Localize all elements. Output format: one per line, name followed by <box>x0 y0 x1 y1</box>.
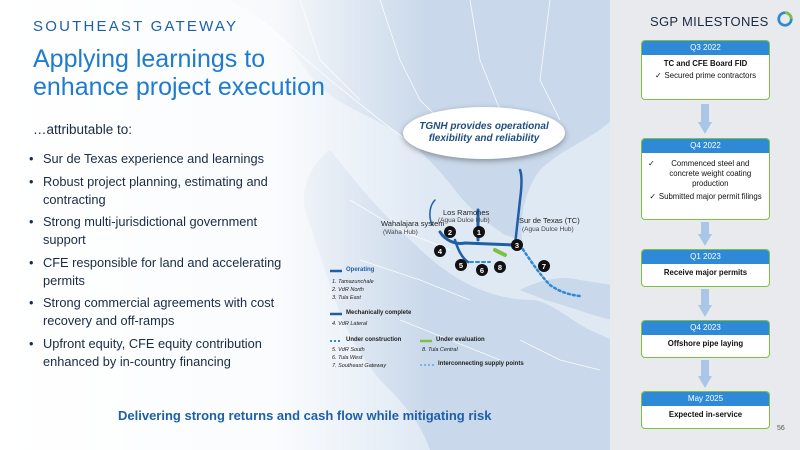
milestone-card-4: Q4 2023 Offshore pipe laying <box>641 320 770 358</box>
milestone-quarter: Q4 2023 <box>642 321 769 335</box>
milestone-check: ✓ Secured prime contractors <box>648 71 763 81</box>
legend-item: 3. Tula East <box>332 295 361 301</box>
legend-under-evaluation: Under evaluation <box>436 337 485 343</box>
page-number: 56 <box>777 425 785 432</box>
label-waha-hub: (Waha Hub) <box>383 229 418 236</box>
map-marker-2: 2 <box>444 226 456 238</box>
legend-interconnecting-head: Interconnecting supply points <box>438 361 524 367</box>
legend-item: 6. Tula West <box>332 355 363 361</box>
legend-operating-head: Operating <box>346 267 375 273</box>
milestone-check-text: Secured prime contractors <box>664 71 756 80</box>
section-eyebrow: SOUTHEAST GATEWAY <box>33 18 239 35</box>
legend-under-construction: Under construction <box>346 337 401 343</box>
legend-item: 2. VdR North <box>332 287 364 293</box>
check-icon: ✓ <box>649 192 656 201</box>
map-marker-8: 8 <box>494 261 506 273</box>
legend-ue-head: Under evaluation <box>436 337 485 343</box>
label-los-ramones-hub: (Agua Dulce Hub) <box>438 217 490 224</box>
check-icon: ✓ <box>648 159 655 168</box>
legend-operating: Operating <box>346 267 374 273</box>
bullet-item: Strong multi-jurisdictional government s… <box>28 213 303 249</box>
legend-interconnecting: Interconnecting supply points <box>438 361 524 367</box>
arrow-down-icon <box>698 289 712 317</box>
map-marker-3: 3 <box>511 239 523 251</box>
legend-item: 8. Tula Central <box>422 347 458 353</box>
bullet-item: Strong commercial agreements with cost r… <box>28 294 303 330</box>
label-los-ramones: Los Ramones <box>443 208 490 217</box>
milestone-check-text: Submitted major permit filings <box>658 192 762 201</box>
milestone-card-1: Q3 2022 TC and CFE Board FID ✓ Secured p… <box>641 40 770 100</box>
legend-operating-items: 1. Tamazunchale 2. VdR North 3. Tula Eas… <box>330 278 374 302</box>
legend-mech-items: 4. VdR Lateral <box>330 320 367 328</box>
subtitle: …attributable to: <box>33 122 133 137</box>
map-marker-4: 4 <box>434 245 446 257</box>
map-callout: TGNH provides operational flexibility an… <box>403 107 565 159</box>
bullet-item: Upfront equity, CFE equity contribution … <box>28 335 303 371</box>
arrow-down-icon <box>698 104 712 134</box>
milestone-headline: Expected in-service <box>668 410 743 419</box>
legend-item: 5. VdR South <box>332 347 365 353</box>
milestone-quarter: Q3 2022 <box>642 41 769 55</box>
legend-mech-head: Mechanically complete <box>346 310 412 316</box>
company-logo-icon <box>777 11 793 27</box>
legend-ue-items: 8. Tula Central <box>420 346 458 354</box>
arrow-down-icon <box>698 222 712 246</box>
milestones-title: SGP MILESTONES <box>650 14 769 29</box>
legend-uc-items: 5. VdR South 6. Tula West 7. Southeast G… <box>330 346 386 370</box>
bullet-item: Robust project planning, estimating and … <box>28 173 303 209</box>
bullet-item: Sur de Texas experience and learnings <box>28 150 303 168</box>
milestone-card-2: Q4 2022 ✓ Commenced steel and concrete w… <box>641 138 770 220</box>
legend-mech: Mechanically complete <box>346 310 411 316</box>
label-wahalajara: Wahalajara system <box>381 219 445 228</box>
milestone-headline: Receive major permits <box>663 268 748 277</box>
page-title: Applying learnings to enhance project ex… <box>33 45 325 101</box>
legend-item: 4. VdR Lateral <box>332 321 368 327</box>
milestone-check: ✓ Commenced steel and concrete weight co… <box>648 159 763 189</box>
bullet-item: CFE responsible for land and acceleratin… <box>28 254 303 290</box>
milestone-quarter: May 2025 <box>642 392 769 406</box>
milestone-card-3: Q1 2023 Receive major permits <box>641 249 770 287</box>
map-marker-6: 6 <box>476 264 488 276</box>
milestone-quarter: Q4 2022 <box>642 139 769 153</box>
milestone-quarter: Q1 2023 <box>642 250 769 264</box>
legend-item: 1. Tamazunchale <box>332 279 374 285</box>
check-icon: ✓ <box>655 71 662 80</box>
bullet-list: Sur de Texas experience and learnings Ro… <box>28 150 303 375</box>
arrow-down-icon <box>698 360 712 388</box>
label-sur-de-texas-hub: (Agua Dulce Hub) <box>522 226 574 233</box>
milestone-check: ✓ Submitted major permit filings <box>648 192 763 202</box>
milestone-card-5: May 2025 Expected in-service <box>641 391 770 429</box>
label-sur-de-texas: Sur de Texas (TC) <box>519 216 580 225</box>
map-marker-1: 1 <box>473 226 485 238</box>
legend-uc-head: Under construction <box>346 337 402 343</box>
milestone-headline: Offshore pipe laying <box>667 339 744 348</box>
milestone-check-text: Commenced steel and concrete weight coat… <box>669 159 752 188</box>
map-marker-5: 5 <box>455 259 467 271</box>
legend-item: 7. Southeast Gateway <box>332 363 387 369</box>
footer-tagline: Delivering strong returns and cash flow … <box>118 408 492 423</box>
map-marker-7: 7 <box>538 260 550 272</box>
milestone-headline: TC and CFE Board FID <box>663 59 748 68</box>
